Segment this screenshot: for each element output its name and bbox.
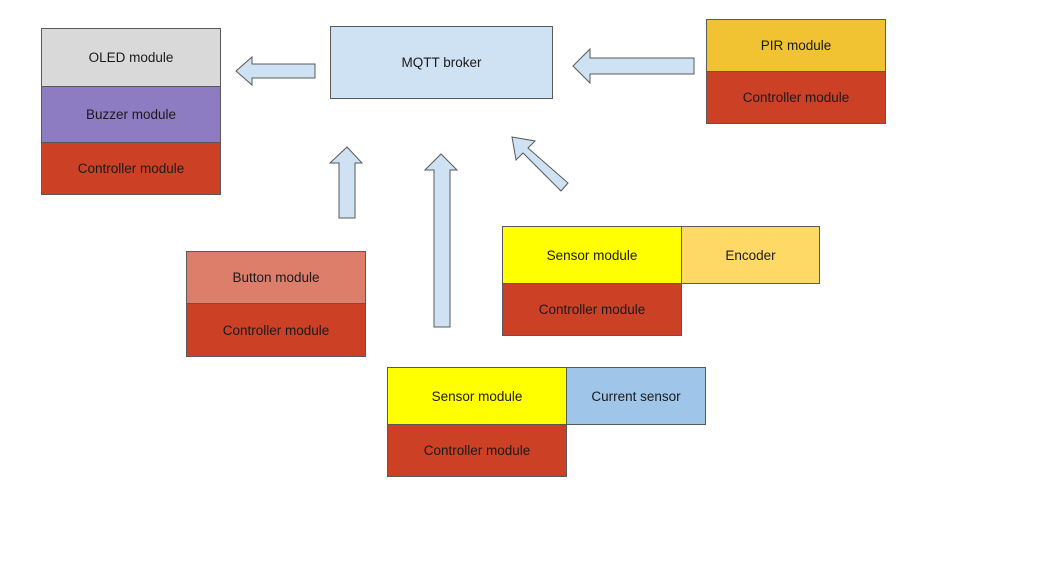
controller-module-label: Controller module <box>222 322 330 338</box>
mqtt-broker-label: MQTT broker <box>401 55 482 70</box>
pir-module-label: PIR module <box>760 38 832 53</box>
controller-module-label: Controller module <box>423 443 531 458</box>
sensor-module-block: Sensor module <box>387 367 567 425</box>
current-sensor-label: Current sensor <box>591 388 681 404</box>
button-module-label: Button module <box>232 270 320 285</box>
encoder-block: Encoder <box>681 226 820 284</box>
button-module-block: Button module <box>186 251 366 304</box>
current-sensor-block: Current sensor <box>566 367 706 425</box>
sensor-module-label: Sensor module <box>431 388 523 404</box>
arrow-up-icon <box>328 146 364 219</box>
sensor-module-block: Sensor module <box>502 226 682 284</box>
oled-module-block: OLED module <box>41 28 221 87</box>
controller-module-label: Controller module <box>77 161 185 176</box>
controller-module-label: Controller module <box>538 302 646 317</box>
arrow-left-icon <box>572 47 695 85</box>
arrow-up-icon <box>423 153 459 328</box>
arrow-left-icon <box>235 55 316 87</box>
pir-module-block: PIR module <box>706 19 886 72</box>
mqtt-broker-block: MQTT broker <box>330 26 553 99</box>
sensor-module-label: Sensor module <box>546 247 638 263</box>
controller-module-block: Controller module <box>706 71 886 124</box>
controller-module-block: Controller module <box>186 303 366 357</box>
arrow-up-left-icon <box>511 136 569 192</box>
controller-module-block: Controller module <box>502 283 682 336</box>
controller-module-block: Controller module <box>387 424 567 477</box>
oled-module-label: OLED module <box>88 50 174 65</box>
encoder-label: Encoder <box>725 247 776 263</box>
controller-module-block: Controller module <box>41 142 221 195</box>
buzzer-module-label: Buzzer module <box>85 107 177 122</box>
controller-module-label: Controller module <box>742 90 850 105</box>
